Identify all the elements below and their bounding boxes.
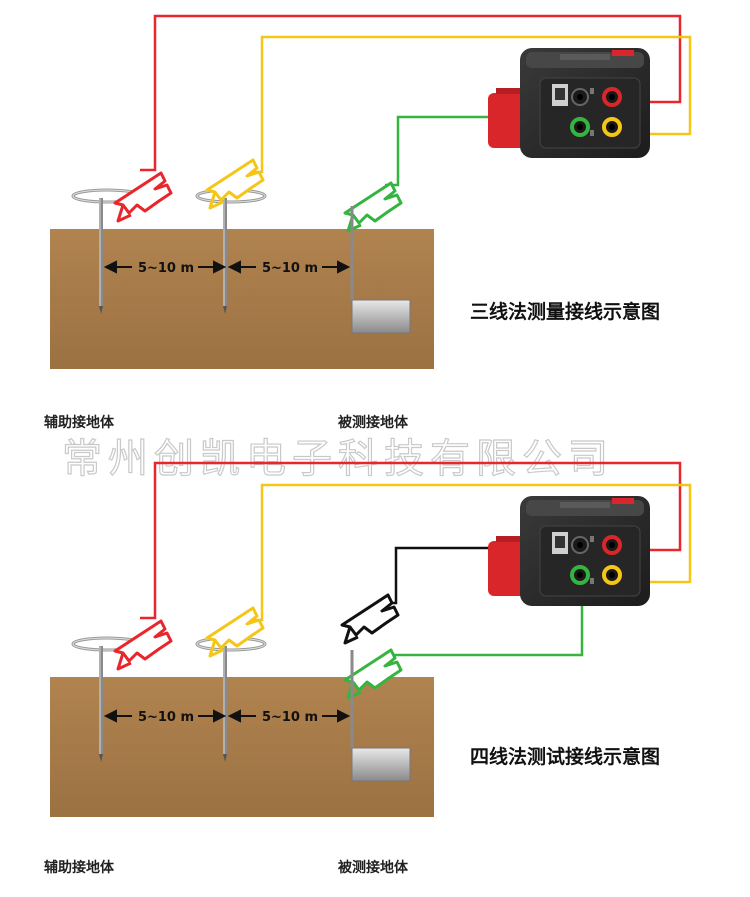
soil-block	[50, 677, 434, 817]
distance-arrow-2	[227, 709, 351, 723]
red-clip	[113, 619, 173, 671]
distance-label-1: 5~10 m	[138, 710, 194, 725]
distance-arrow-1	[103, 260, 227, 274]
watermark: 常州创凯电子科技有限公司	[62, 436, 614, 482]
tested-label: 被测接地体	[338, 414, 409, 431]
diagram-title: 四线法测试接线示意图	[470, 745, 660, 768]
distance-label-1: 5~10 m	[138, 261, 194, 276]
diagram-title: 三线法测量接线示意图	[470, 300, 660, 323]
auxiliary-label: 辅助接地体	[44, 414, 115, 431]
diagram-four-wire: 5~10 m 5~10 m 四线法测试接线示意图 辅助接地体 被测接地体	[44, 461, 692, 876]
distance-arrow-1	[103, 709, 227, 723]
distance-label-2: 5~10 m	[262, 710, 318, 725]
diagram-three-wire: 5~10 m 5~10 m 三线法测量接线示意图 辅助接地体 被测接地体	[44, 14, 692, 431]
red-clip	[113, 171, 173, 223]
black-clip	[340, 593, 400, 645]
soil-block	[50, 229, 434, 369]
earth-tester-device	[486, 46, 652, 160]
tested-label: 被测接地体	[338, 859, 409, 876]
red-wire	[140, 14, 682, 172]
tested-plate	[351, 747, 411, 782]
tested-plate	[351, 299, 411, 334]
distance-arrow-2	[227, 260, 351, 274]
earth-tester-device	[486, 494, 652, 608]
red-wire	[140, 461, 682, 620]
auxiliary-label: 辅助接地体	[44, 859, 115, 876]
distance-label-2: 5~10 m	[262, 261, 318, 276]
